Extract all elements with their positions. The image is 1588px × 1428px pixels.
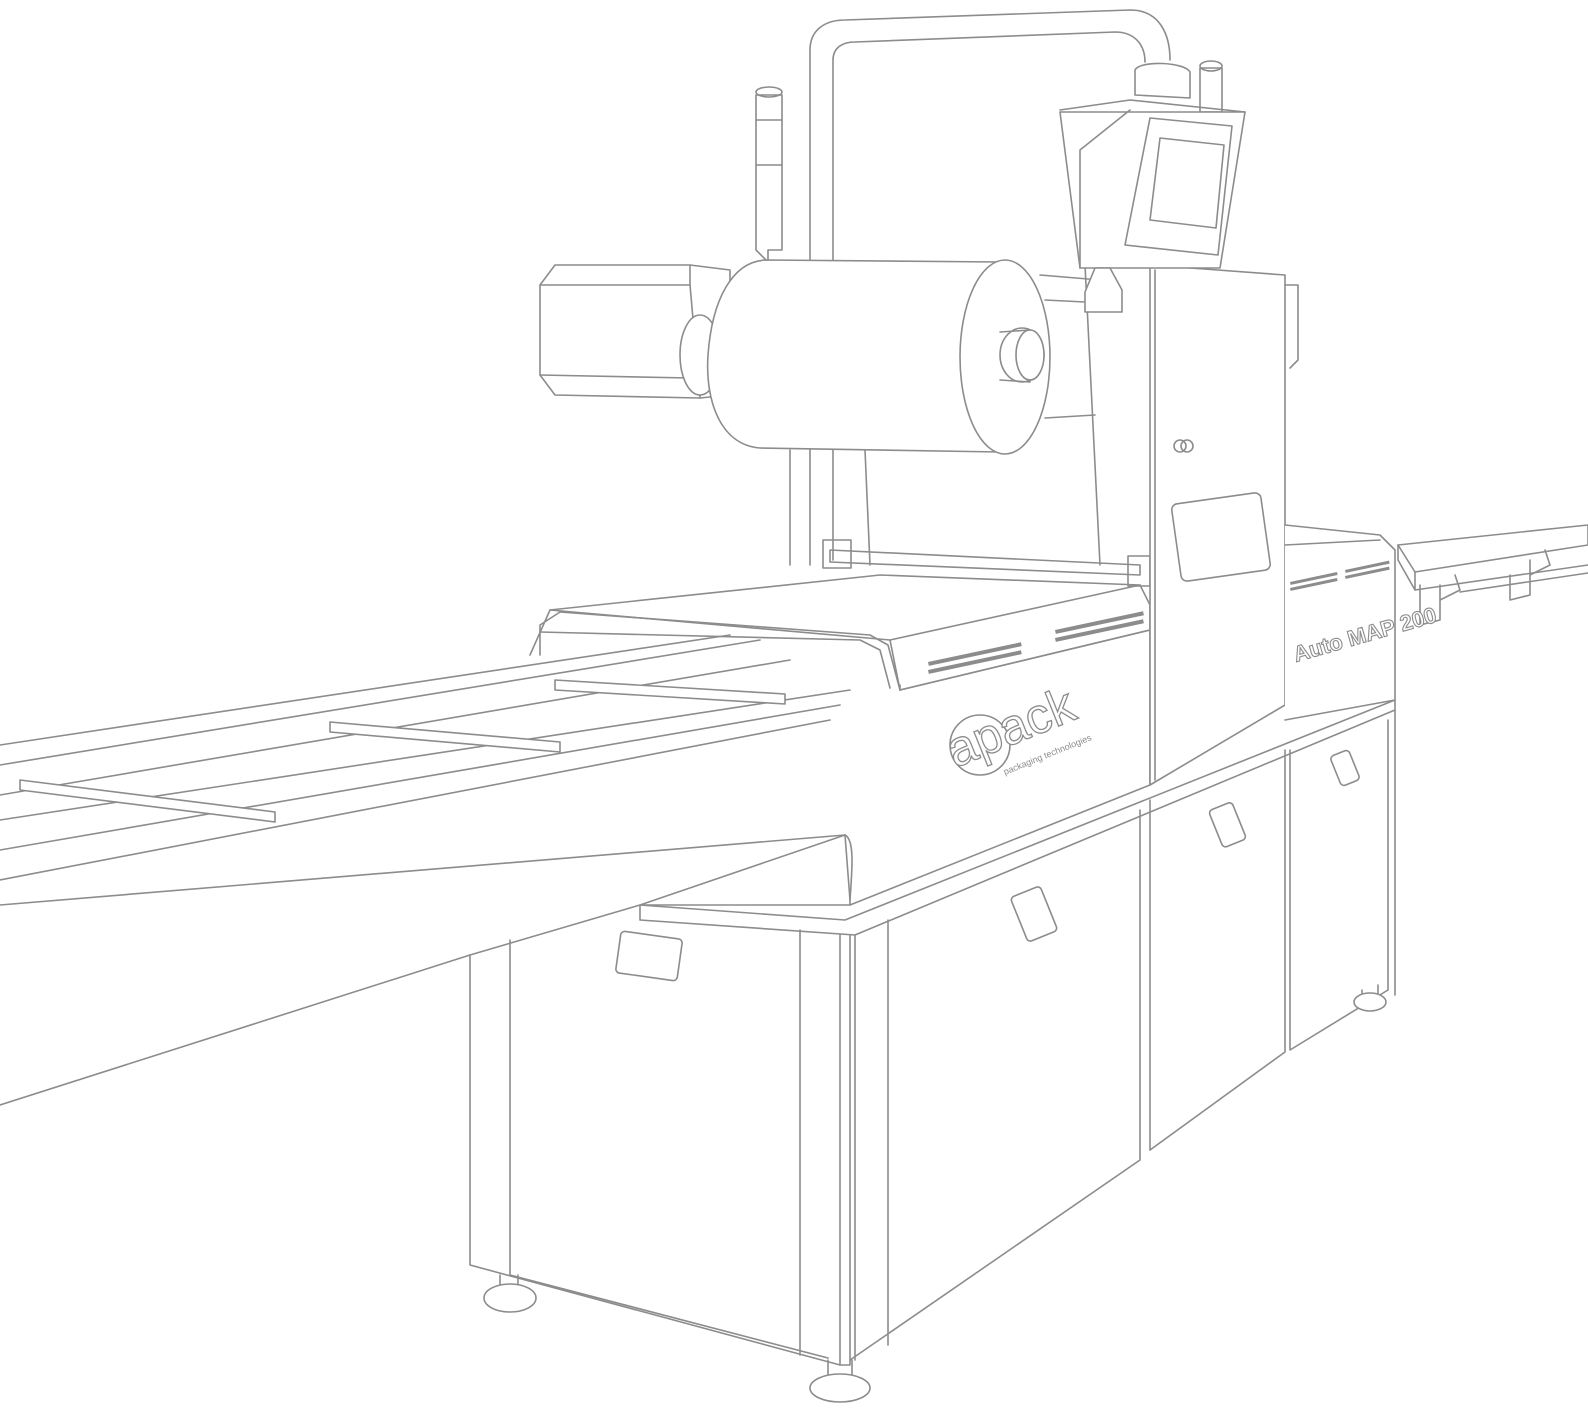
stack-light-right	[1199, 60, 1223, 113]
unwind-motor	[539, 264, 731, 399]
brand-logo-text: apack	[938, 676, 1084, 778]
infeed-conveyor	[0, 634, 853, 1106]
film-frame	[789, 9, 1171, 566]
machine-cabinet	[469, 629, 1396, 1366]
deck-vents	[928, 611, 1144, 674]
stack-light-left	[755, 86, 783, 263]
machine-feet	[483, 984, 1387, 1403]
control-panel	[1059, 62, 1246, 269]
sealing-deck	[529, 539, 1151, 691]
right-module: Auto MAP 200	[1284, 524, 1440, 721]
brand-logo: apack packaging technologies	[937, 675, 1093, 779]
right-module-vents	[1289, 560, 1390, 591]
outfeed-conveyor	[1397, 524, 1588, 626]
film-guide	[1084, 267, 1123, 313]
film-roll	[706, 259, 1101, 455]
sealing-tower	[1149, 264, 1299, 786]
touchscreen	[1149, 137, 1225, 229]
